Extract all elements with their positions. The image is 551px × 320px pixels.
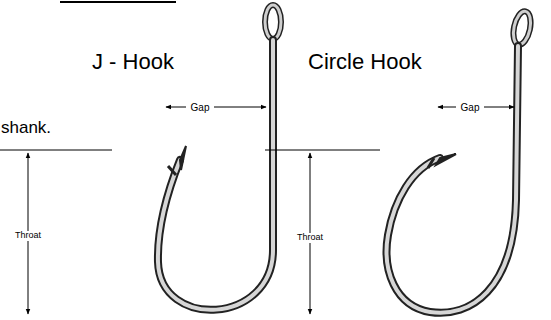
title-underline [60,1,176,3]
throat-label: Throat [14,231,42,241]
j-hook [158,5,281,310]
gap-label: Gap [190,102,211,113]
gap-arrow [438,107,456,108]
throat-reference-line [265,150,380,151]
hook-title: J - Hook [92,50,174,74]
throat-label: Throat [296,233,324,243]
hook-title: Circle Hook [308,50,422,74]
gap-arrow [214,107,266,108]
note-text: shank. [1,119,51,138]
gap-label: Gap [460,102,481,113]
gap-arrow [166,107,186,108]
throat-reference-line [0,150,112,151]
gap-arrow [484,107,514,108]
